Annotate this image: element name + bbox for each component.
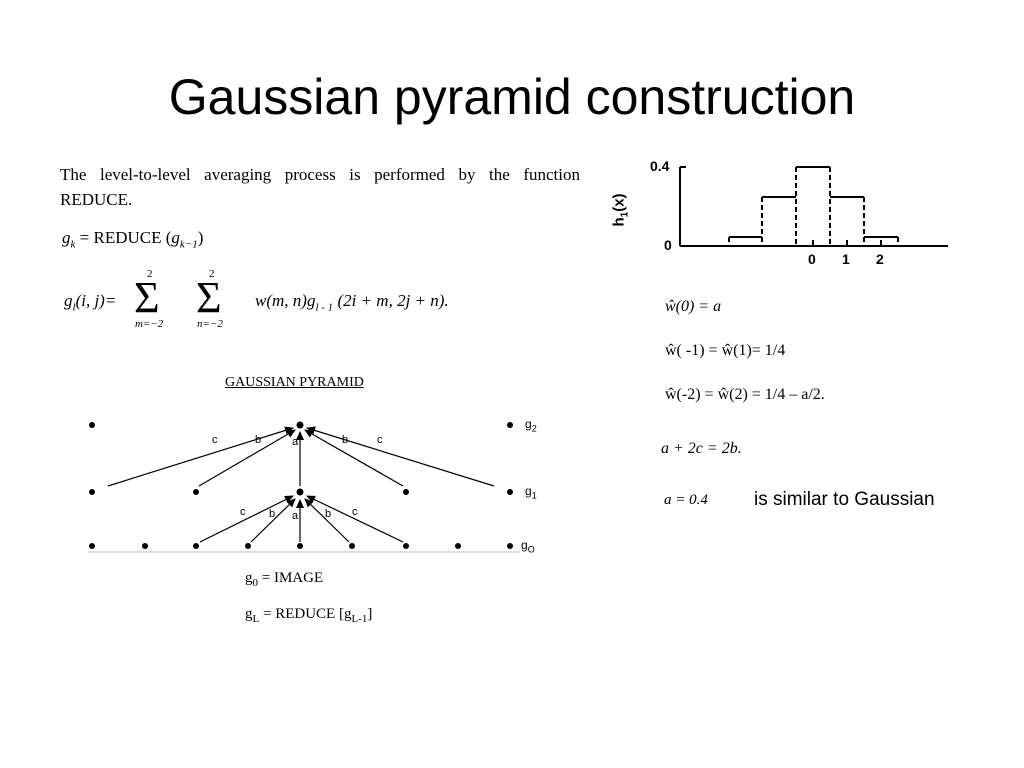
weight-eq-2: ŵ(-2) = ŵ(2) = 1/4 – a/2. (665, 386, 825, 403)
node (89, 543, 95, 549)
gl-args: (i, j)= (75, 291, 117, 310)
weight-label-b: b (269, 508, 276, 520)
node (296, 488, 304, 496)
summation-lhs: gl(i, j)= (64, 291, 116, 313)
sum2-sigma: Σ (196, 273, 222, 322)
node (142, 543, 148, 549)
gl1-subscript: l - 1 (315, 301, 334, 314)
summation-body: w(m, n)gl - 1 (2i + m, 2j + n). (255, 291, 449, 313)
weight-label-b: b (255, 434, 262, 446)
intro-text: The level-to-level averaging process is … (60, 165, 580, 209)
sum1-lower: m=−2 (135, 318, 164, 330)
weight-label-c: c (352, 506, 358, 518)
y-axis-label: h1(x) (610, 193, 631, 227)
node (297, 543, 303, 549)
arrow (304, 429, 404, 487)
node (507, 422, 513, 428)
arrow (107, 426, 294, 487)
gaussian-note: is similar to Gaussian (754, 489, 935, 510)
caption-gl-reduce: gL = REDUCE [gL-1] (245, 606, 373, 625)
gl-symbol: g (64, 291, 73, 310)
arrows-g1-to-g2 (107, 426, 495, 487)
node (403, 543, 409, 549)
x-ticks (812, 240, 882, 246)
y-tick-label-0: 0 (664, 237, 672, 253)
sum2-lower: n=−2 (197, 318, 223, 330)
x-tick-label-1: 1 (842, 251, 850, 267)
slide-title: Gaussian pyramid construction (168, 69, 856, 125)
arrows-g0-to-g1 (199, 495, 404, 543)
weight-label-b: b (342, 434, 349, 446)
reduce-formula: gk = REDUCE (gk−1) (62, 228, 203, 250)
gl-subscript: l (72, 301, 76, 314)
caption-g0-image: g0 = IMAGE (245, 570, 324, 589)
node (349, 543, 355, 549)
level-g2-nodes (89, 421, 513, 429)
weight-eq-0: ŵ(0) = a (665, 298, 722, 315)
weight-label-c: c (240, 506, 246, 518)
node (193, 489, 199, 495)
a-value: a = 0.4 (664, 492, 708, 508)
gk1-subscript: k−1 (179, 238, 198, 251)
node (245, 543, 251, 549)
sum1-sigma: Σ (134, 273, 160, 322)
gk1-symbol: g (171, 228, 180, 247)
weight-label-c: c (377, 434, 383, 446)
level-g0-nodes (89, 543, 513, 549)
weight-label-a: a (292, 436, 299, 448)
summation-args: (2i + m, 2j + n). (333, 291, 449, 310)
node (89, 422, 95, 428)
level-label-g0: gO (521, 538, 535, 555)
weight-label-b: b (325, 508, 332, 520)
weight-eq-1: ŵ( -1) = ŵ(1)= 1/4 (665, 342, 786, 359)
node (193, 543, 199, 549)
wmn-term: w(m, n)g (255, 291, 316, 310)
kernel-dashed-edges (728, 167, 899, 246)
arrow (198, 429, 296, 487)
arrow (250, 498, 296, 543)
x-tick-label-0: 0 (808, 251, 816, 267)
arrow (199, 495, 294, 543)
x-tick-label-2: 2 (876, 251, 884, 267)
sum1-upper: 2 (147, 268, 153, 280)
node (507, 543, 513, 549)
node (89, 489, 95, 495)
arrow (304, 498, 350, 543)
level-label-g1: g1 (525, 484, 537, 501)
pyramid-title: GAUSSIAN PYRAMID (225, 375, 364, 390)
reduce-close: ) (197, 228, 204, 247)
level-label-g2: g2 (525, 417, 537, 434)
node (507, 489, 513, 495)
reduce-text: = REDUCE ( (75, 228, 172, 247)
gk-symbol: g (62, 228, 71, 247)
node (403, 489, 409, 495)
gk-subscript: k (70, 238, 76, 251)
arrow (306, 426, 495, 487)
weight-label-c: c (212, 434, 218, 446)
kernel-steps (729, 166, 898, 238)
weight-label-a: a (292, 510, 299, 522)
level-g1-nodes (89, 488, 513, 496)
arrow (306, 495, 404, 543)
y-tick-label-04: 0.4 (650, 158, 670, 174)
node (455, 543, 461, 549)
weight-constraint: a + 2c = 2b. (661, 440, 742, 457)
node (296, 421, 304, 429)
sum2-upper: 2 (209, 268, 215, 280)
